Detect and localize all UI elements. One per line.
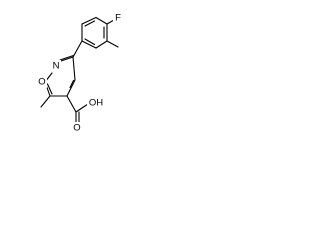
svg-text:OH: OH (89, 98, 103, 109)
svg-text:O: O (38, 77, 45, 88)
svg-text:N: N (53, 61, 60, 72)
atom-label-carbonyl-oxygen: O (72, 122, 82, 134)
structure-canvas: F N O OH O (0, 0, 152, 152)
aryl-methyl-bond (106, 40, 119, 48)
c-f-bond (106, 19, 115, 25)
svg-text:F: F (115, 13, 121, 24)
svg-text:O: O (73, 123, 80, 134)
isoxazole-methyl-bond (40, 95, 51, 108)
molecule-drawing: F N O OH O (37, 12, 123, 134)
atom-label-hydroxyl: OH (87, 97, 105, 109)
atom-label-nitrogen: N (51, 60, 61, 72)
aryl-isoxazole-bond (72, 40, 83, 58)
atom-label-ring-oxygen: O (37, 76, 47, 88)
carboxylic-acid-group (66, 95, 89, 125)
benzene-ring (81, 16, 108, 49)
atom-label-fluorine: F (113, 12, 123, 24)
